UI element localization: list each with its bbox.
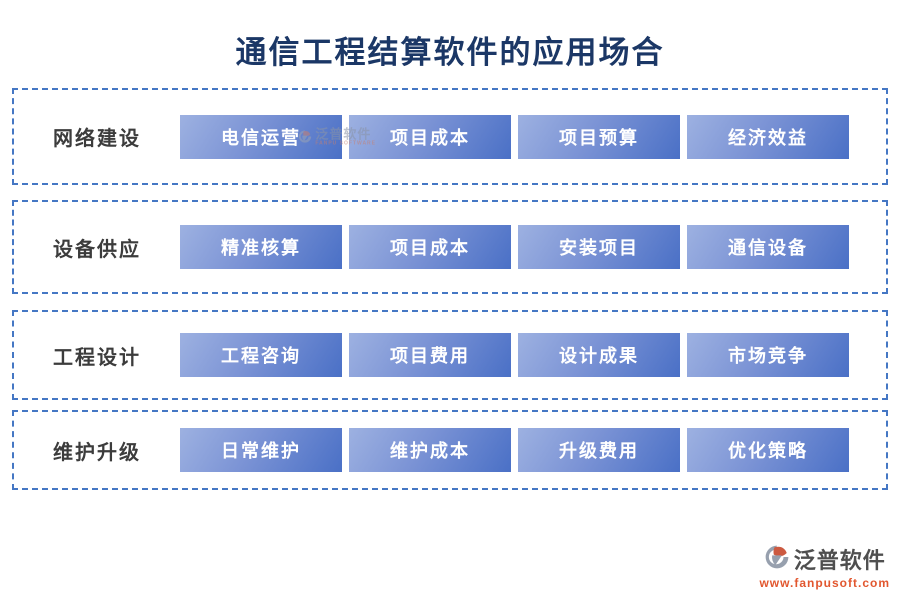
feature-button[interactable]: 经济效益: [687, 114, 849, 159]
scenario-row: 设备供应 精准核算项目成本安装项目通信设备: [12, 200, 888, 294]
fanpu-logo-icon: [764, 544, 790, 575]
feature-button[interactable]: 项目成本: [349, 114, 511, 159]
feature-button[interactable]: 工程咨询: [180, 333, 342, 377]
feature-button[interactable]: 项目费用: [349, 333, 511, 377]
feature-button[interactable]: 优化策略: [687, 428, 849, 472]
brand-footer: 泛普软件 www.fanpusoft.com: [759, 543, 890, 590]
feature-button[interactable]: 设计成果: [518, 333, 680, 377]
page-title: 通信工程结算软件的应用场合: [235, 35, 665, 70]
scenario-row: 工程设计 工程咨询项目费用设计成果市场竞争: [12, 310, 888, 400]
chip-group: 工程咨询项目费用设计成果市场竞争: [180, 333, 849, 377]
feature-button[interactable]: 项目预算: [518, 114, 680, 159]
feature-button[interactable]: 精准核算: [180, 225, 342, 269]
row-label: 维护升级: [53, 441, 141, 464]
row-label: 工程设计: [53, 346, 141, 369]
feature-button[interactable]: 安装项目: [518, 225, 680, 269]
chip-group: 精准核算项目成本安装项目通信设备: [180, 225, 849, 269]
feature-button[interactable]: 通信设备: [687, 225, 849, 269]
feature-button[interactable]: 升级费用: [518, 428, 680, 472]
feature-button[interactable]: 项目成本: [349, 225, 511, 269]
feature-button[interactable]: 维护成本: [349, 428, 511, 472]
row-label: 设备供应: [53, 238, 141, 261]
brand-name: 泛普软件: [793, 548, 886, 573]
chip-group: 日常维护维护成本升级费用优化策略: [180, 428, 849, 472]
feature-button[interactable]: 市场竞争: [687, 333, 849, 377]
brand-url: www.fanpusoft.com: [759, 576, 890, 590]
row-label: 网络建设: [53, 128, 141, 150]
scenario-row: 维护升级 日常维护维护成本升级费用优化策略: [12, 410, 888, 490]
fanpu-watermark-icon: [299, 130, 312, 143]
feature-button[interactable]: 日常维护: [180, 428, 342, 472]
brand-line: 泛普软件: [759, 543, 890, 575]
